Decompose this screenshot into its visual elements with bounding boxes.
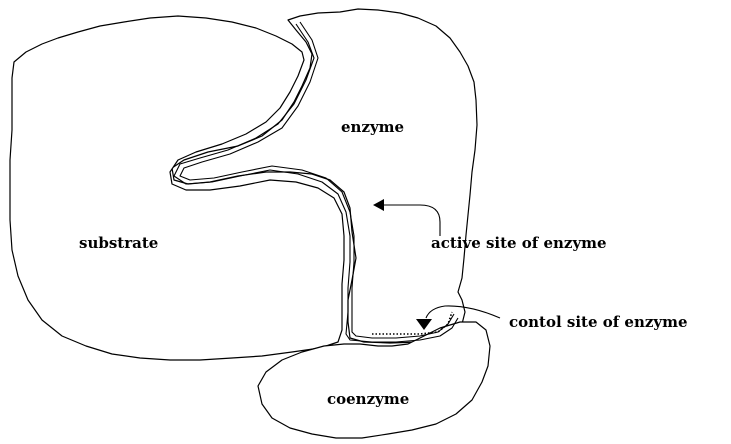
control-site-arrowhead: [416, 319, 432, 330]
active-site-label: active site of enzyme: [431, 234, 607, 252]
substrate-shape: [9, 15, 345, 361]
control-site-label: contol site of enzyme: [509, 313, 688, 331]
control-site-dots: [372, 311, 453, 335]
binding-interface-inner: [179, 21, 455, 339]
enzyme-label: enzyme: [341, 118, 404, 136]
coenzyme-shape: [257, 321, 491, 439]
substrate-label: substrate: [79, 234, 158, 252]
active-site-arrow: [382, 204, 441, 236]
binding-interface: [173, 23, 459, 343]
coenzyme-label: coenzyme: [327, 390, 409, 408]
control-site-arrow: [425, 305, 501, 319]
active-site-arrowhead: [373, 199, 384, 211]
